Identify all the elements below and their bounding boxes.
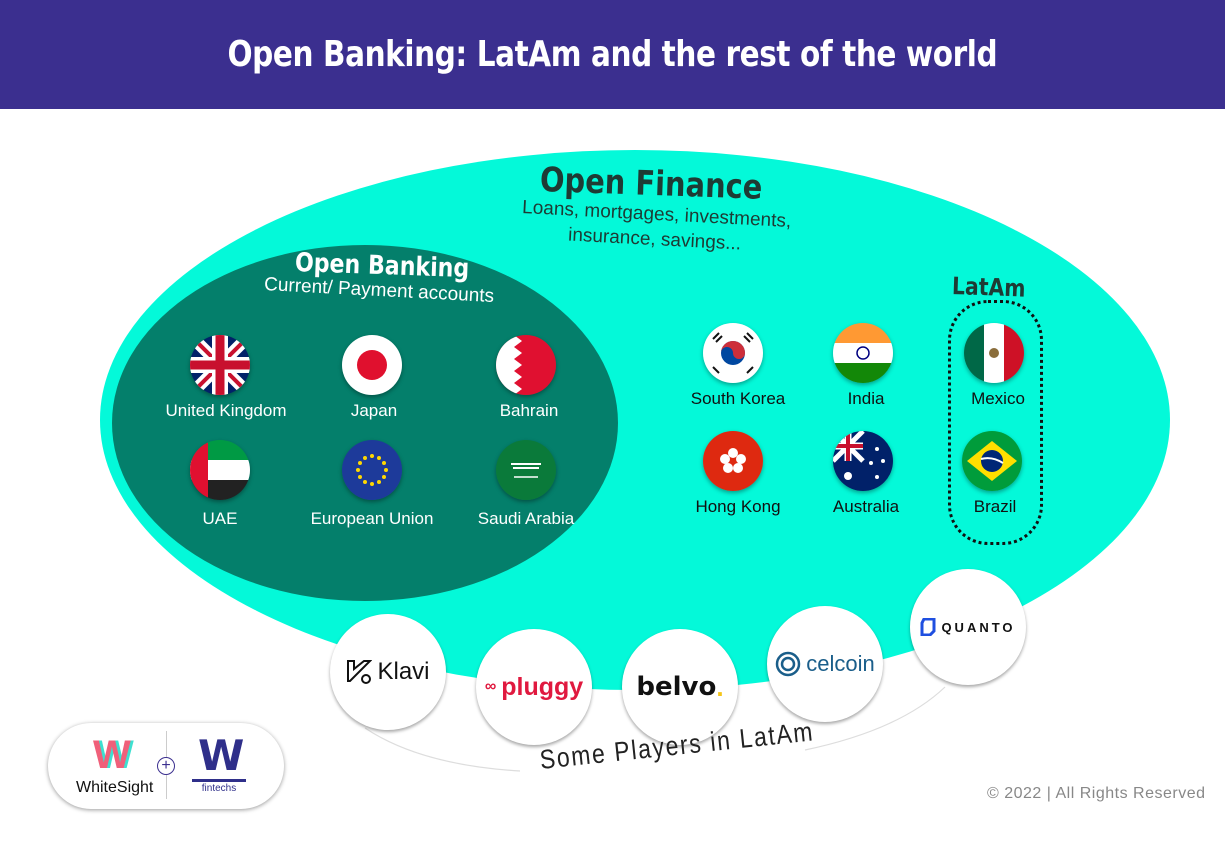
mexico-flag-icon [964, 323, 1024, 383]
player-quanto[interactable]: QUANTO [910, 569, 1026, 685]
bahrain-flag-icon [496, 335, 556, 395]
country-label: Saudi Arabia [477, 509, 575, 528]
header-banner: Open Banking: LatAm and the rest of the … [0, 0, 1225, 109]
player-celcoin[interactable]: celcoin [767, 606, 883, 722]
player-klavi[interactable]: Klavi [330, 614, 446, 730]
player-name: celcoin [806, 651, 875, 676]
klavi-logo-icon [347, 660, 373, 684]
country-label: India [847, 389, 885, 408]
brazil-flag-icon [962, 431, 1022, 491]
brand-logos: W WhiteSight + W fintechs [48, 723, 284, 809]
uae-flag-icon [190, 440, 250, 500]
country-label: UAE [202, 509, 238, 528]
country-label: Australia [832, 497, 900, 516]
player-pluggy[interactable]: ∞ pluggy [476, 629, 592, 745]
india-flag-icon [833, 323, 893, 383]
open-banking-ellipse [112, 245, 618, 601]
country-label: Brazil [973, 497, 1017, 516]
country-label: European Union [310, 509, 434, 528]
wfintechs-name: fintechs [201, 783, 237, 794]
copyright: © 2022 | All Rights Reserved [987, 785, 1206, 802]
uk-flag-icon [190, 335, 250, 395]
eu-flag-icon [342, 440, 402, 500]
wfintechs-logo-icon: W [198, 731, 245, 780]
player-name: QUANTO [941, 619, 1016, 635]
celcoin-logo-icon [776, 651, 801, 677]
japan-flag-icon [342, 335, 402, 395]
hong-kong-flag-icon [703, 431, 763, 491]
country-label: United Kingdom [165, 401, 287, 420]
player-name: Klavi [377, 658, 430, 685]
whitesight-name: WhiteSight [76, 779, 154, 796]
belvo-dot-icon: . [716, 671, 724, 702]
player-name: belvo [636, 672, 717, 702]
country-label: Mexico [971, 389, 1025, 408]
whitesight-logo-icon: W [93, 733, 131, 777]
saudi-flag-icon [496, 440, 556, 500]
country-label: Japan [350, 401, 398, 420]
wfintechs-underline [192, 779, 246, 782]
pluggy-logo-icon: ∞ [484, 678, 497, 695]
country-label: Hong Kong [695, 497, 781, 516]
player-belvo[interactable]: belvo. [622, 629, 738, 745]
country-label: South Korea [690, 389, 786, 408]
plus-icon: + [157, 757, 175, 775]
player-name: pluggy [501, 672, 584, 701]
quanto-logo-icon [920, 618, 936, 636]
latam-group-outline [948, 300, 1043, 545]
south-korea-flag-icon [703, 323, 763, 383]
page-title: Open Banking: LatAm and the rest of the … [227, 34, 998, 75]
country-label: Bahrain [499, 401, 559, 420]
